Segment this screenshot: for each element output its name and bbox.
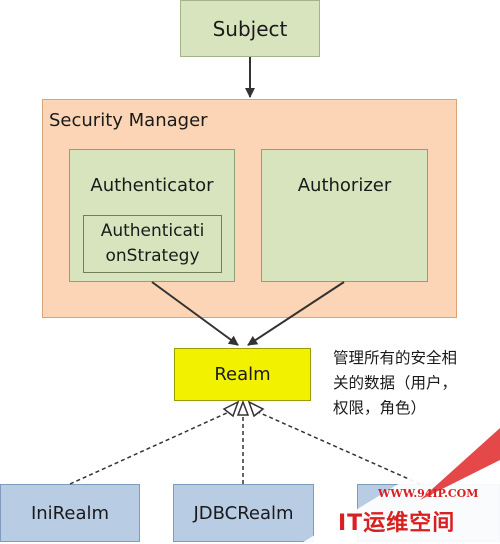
watermark-banner-shape — [300, 422, 500, 544]
authenticator-box: Authenticator Authenticati onStrategy — [69, 149, 235, 282]
jdbc-realm-box: JDBCRealm — [173, 484, 314, 542]
ini-realm-inherit-line — [69, 411, 230, 485]
authentication-strategy-box: Authenticati onStrategy — [83, 215, 222, 273]
inherit-arrowhead-center — [236, 399, 250, 416]
authorizer-box: Authorizer — [261, 149, 428, 282]
watermark-name: IT运维空间 — [338, 511, 456, 536]
inherit-arrowhead-right — [247, 400, 265, 418]
subject-box: Subject — [180, 0, 320, 57]
security-manager-label: Security Manager — [49, 110, 208, 131]
authenticator-label: Authenticator — [90, 175, 214, 196]
inherit-arrowhead-left — [222, 400, 240, 418]
ini-realm-box: IniRealm — [0, 484, 140, 542]
watermark: WWW.94IP.COM IT运维空间 — [300, 420, 500, 544]
realm-note: 管理所有的安全相 关的数据（用户， 权限，角色） — [333, 349, 458, 417]
realm-box: Realm — [174, 348, 311, 401]
watermark-url: WWW.94IP.COM — [378, 487, 479, 500]
